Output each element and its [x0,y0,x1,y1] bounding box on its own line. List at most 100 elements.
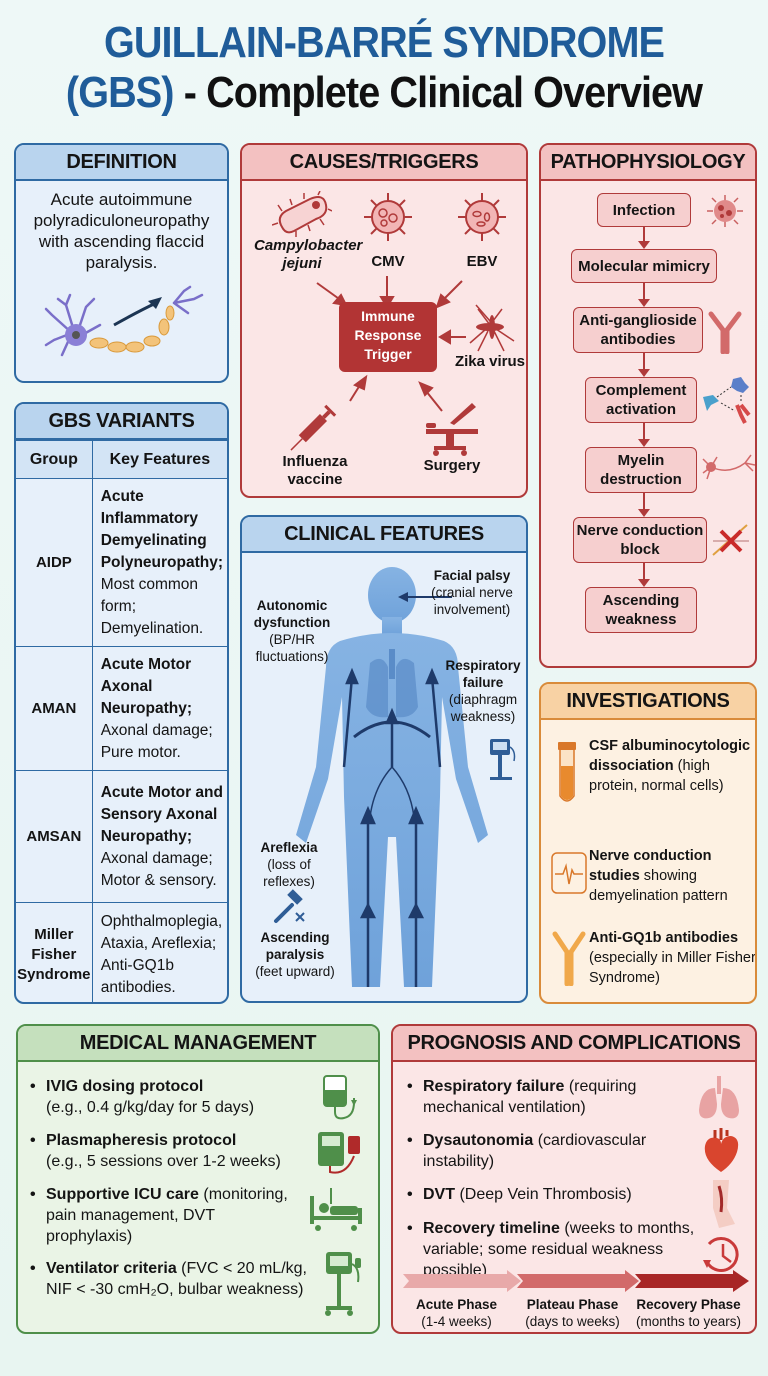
table-row: AMSAN Acute Motor and Sensory Axonal Neu… [16,770,227,903]
investigation-detail: (especially in Miller Fisher Syndrome) [589,950,756,986]
management-item: Plasmapheresis protocol(e.g., 5 sessions… [30,1130,310,1172]
management-panel: MEDICAL MANAGEMENT IVIG dosing protocol (… [16,1024,380,1334]
phase-name: Plateau Phase [526,1297,619,1312]
investigation-detail: showing demyelination pattern [589,868,728,904]
management-item: Ventilator criteria (FVC < 20 mL/kg, NIF… [30,1258,310,1300]
feature-detail: (diaphragm weakness) [448,692,518,724]
management-detail: (monitoring, pain management, DVT prophy… [46,1186,288,1245]
variant-full-name: Acute Motor Axonal Neuropathy; [100,655,193,717]
complication-detail: (cardiovascular instability) [423,1132,647,1170]
flow-arrow [638,283,650,307]
complication-item: DVT (Deep Vein Thrombosis) [407,1184,697,1205]
complication-detail: (requiring mechanical ventilation) [423,1078,637,1116]
investigations-heading: INVESTIGATIONS [541,684,755,720]
conduction-block-icon [712,524,749,556]
mosquito-icon [469,304,515,352]
prognosis-heading: PROGNOSIS AND COMPLICATIONS [393,1026,755,1062]
lungs-icon [699,1076,739,1119]
complication-detail: (Deep Vein Thrombosis) [455,1186,632,1203]
variant-group: AMSAN [16,770,93,903]
feature-title: Autonomic dysfunction [253,598,331,630]
complication-name: DVT [423,1186,455,1203]
pathophysiology-step: Complement activation [585,377,697,423]
feature-title: Respiratory failure [445,658,521,690]
variants-table: Group Key Features AIDP Acute Inflammato… [16,440,227,1002]
variant-description: Axonal damage; Pure motor. [100,721,213,761]
variant-description: Ophthalmoplegia, Ataxia, Areflexia; Anti… [100,912,223,996]
variant-group: AMAN [16,646,93,771]
investigation-name: Anti-GQ1b antibodies [589,930,739,946]
investigation-item: Anti-GQ1b antibodies (especially in Mill… [589,928,756,988]
phase-arrow-acute [403,1270,521,1292]
pathophysiology-step: Infection [597,193,691,227]
prognosis-panel: PROGNOSIS AND COMPLICATIONS Respiratory … [391,1024,757,1334]
cause-cmv: CMV [360,191,416,271]
cause-label: Campylobacter jejuni [254,237,363,272]
damaged-neuron-icon [702,454,755,480]
pathophysiology-step: Ascending weakness [585,587,697,633]
heart-icon [704,1128,739,1172]
complication-name: Respiratory failure [423,1078,565,1095]
feature-detail: (cranial nerve involvement) [431,585,513,617]
feature-detail: (feet upward) [255,964,335,979]
cause-arrows [316,276,466,412]
pathophysiology-step: Myelin destruction [585,447,697,493]
management-name: Supportive ICU care [46,1186,199,1203]
variant-description: Axonal damage; Motor & sensory. [100,849,217,889]
neuron-icon [44,285,204,357]
management-name: Plasmapheresis protocol [46,1132,237,1149]
cause-surgery: Surgery [412,401,492,475]
clock-history-icon [703,1236,739,1272]
feature-areflexia: Areflexia (loss of reflexes) [254,839,324,890]
immune-response-trigger: Immune Response Trigger [339,302,437,372]
clinical-features-panel: CLINICAL FEATURES [240,515,528,1003]
phase-duration: (days to weeks) [525,1314,620,1329]
definition-heading: DEFINITION [16,145,227,181]
cause-influenza-vaccine: Influenza vaccine [270,401,360,489]
cause-label: Influenza vaccine [282,453,348,488]
variant-full-name: Acute Motor and Sensory Axonal Neuropath… [100,783,223,845]
complication-item: Respiratory failure (requiring mechanica… [407,1076,697,1118]
complement-proteins-icon [703,377,751,424]
management-name: IVIG dosing protocol [46,1078,204,1095]
column-header-features: Key Features [91,440,227,479]
pathophysiology-step: Anti-ganglioside antibodies [573,307,703,353]
feature-respiratory-failure: Respiratory failure (diaphragm weakness) [442,657,524,725]
cause-zika: Zika virus [452,303,526,371]
complication-name: Recovery timeline [423,1220,560,1237]
bacterium-icon [272,191,332,237]
variant-features: Ophthalmoplegia, Ataxia, Areflexia; Anti… [91,902,227,1002]
phase-plateau: Plateau Phase (days to weeks) [515,1296,630,1330]
investigation-item: CSF albuminocytologic dissociation (high… [589,736,753,796]
cause-label: Zika virus [454,353,526,370]
table-row: AMAN Acute Motor Axonal Neuropathy; Axon… [16,646,227,771]
pathophysiology-heading: PATHOPHYSIOLOGY [541,145,755,181]
pathophysiology-step: Nerve conduction block [573,517,707,563]
table-row: Miller Fisher Syndrome Ophthalmoplegia, … [16,902,227,1002]
phase-name: Recovery Phase [636,1297,741,1312]
definition-panel: DEFINITION Acute autoimmune polyradiculo… [14,143,229,383]
phase-arrow-plateau [517,1270,639,1292]
reflex-hammer-icon [274,889,305,923]
variants-panel: GBS VARIANTS Group Key Features AIDP Acu… [14,402,229,1004]
plasmapheresis-machine-icon [318,1132,360,1174]
phase-name: Acute Phase [415,1297,498,1312]
variant-features: Acute Motor Axonal Neuropathy; Axonal da… [91,646,227,771]
hospital-bed-icon [310,1188,362,1231]
variant-full-name: Acute Inflammatory Demyelinating Polyneu… [100,487,224,571]
pathophysiology-step: Molecular mimicry [571,249,717,283]
management-heading: MEDICAL MANAGEMENT [18,1026,378,1062]
title-line-1: GUILLAIN-BARRÉ SYNDROME [103,18,665,67]
complication-item: Recovery timeline (weeks to months, vari… [407,1218,697,1281]
management-item: Supportive ICU care (monitoring, pain ma… [30,1184,298,1247]
ventilator-icon [490,739,516,780]
complication-name: Dysautonomia [423,1132,534,1149]
feature-title: Areflexia [260,840,318,855]
management-name: Ventilator criteria [46,1260,177,1277]
variant-group: Miller Fisher Syndrome [16,902,93,1002]
flow-arrow [638,353,650,377]
cause-label: EBV [466,253,498,270]
scalpel-icon [426,403,478,456]
phase-arrow-recovery [635,1270,749,1292]
investigation-name: Nerve conduction studies [589,848,712,884]
